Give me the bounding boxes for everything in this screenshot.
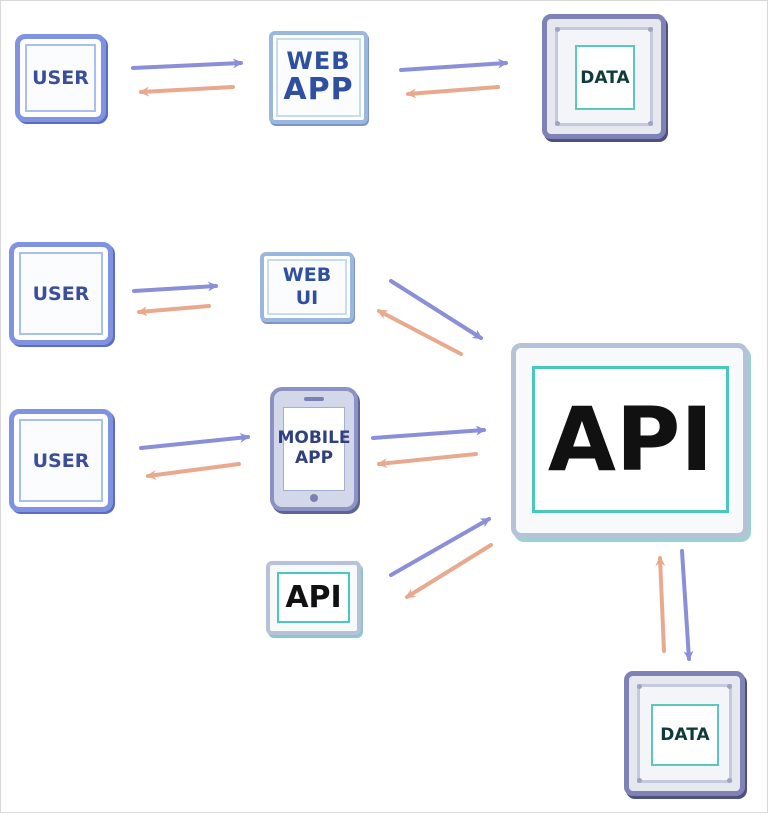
api-box-small: API	[266, 561, 361, 635]
bolt-icon	[648, 27, 653, 32]
bolt-icon	[555, 121, 560, 126]
data-screen: DATA	[575, 45, 635, 110]
bolt-icon	[637, 778, 642, 783]
arrow-apismall-to-api	[389, 517, 491, 577]
user-label: USER	[32, 67, 89, 89]
web-app-box-top: WEB APP	[269, 31, 368, 124]
arrow-user1-to-webui	[132, 281, 218, 293]
arrow-user-to-webapp	[131, 58, 243, 70]
user-box-top: USER	[15, 34, 106, 122]
mobile-app-label-line2: APP	[294, 448, 334, 468]
web-app-label-line1: WEB	[286, 47, 351, 76]
user-label: USER	[32, 282, 90, 305]
mobile-app-label-line1: MOBILE	[277, 428, 351, 449]
bolt-icon	[637, 684, 642, 689]
user-box-1: USER	[9, 242, 113, 345]
user-label: USER	[32, 449, 90, 472]
bolt-icon	[727, 684, 732, 689]
data-label: DATA	[660, 725, 710, 745]
arrow-api-to-webui	[377, 309, 463, 356]
phone-screen: MOBILE APP	[277, 407, 351, 491]
api-box-main: API	[511, 343, 748, 538]
bolt-icon	[555, 27, 560, 32]
data-label: DATA	[580, 67, 630, 88]
api-small-screen: API	[277, 572, 350, 623]
api-main-screen: API	[532, 366, 729, 513]
arrow-user2-to-mobile	[139, 432, 250, 450]
data-box-top: DATA	[542, 14, 666, 139]
arrow-data-to-webapp	[406, 85, 500, 99]
data-screen: DATA	[651, 704, 719, 766]
arrow-api-to-mobile	[377, 452, 478, 469]
web-ui-label-line2: UI	[295, 287, 319, 309]
mobile-app-phone: MOBILE APP	[270, 387, 358, 511]
phone-home-button-icon	[310, 494, 318, 502]
arrow-webapp-to-user	[139, 85, 235, 97]
web-ui-box: WEB UI	[260, 252, 354, 322]
arrow-api-to-data	[680, 549, 694, 661]
web-app-label-line2: APP	[283, 72, 354, 108]
arrow-webapp-to-data	[399, 58, 508, 72]
web-ui-label-line1: WEB	[282, 264, 332, 287]
arrow-mobile-to-user2	[146, 462, 241, 480]
phone-speaker-icon	[304, 397, 324, 401]
arrow-data-to-api	[655, 556, 666, 653]
arrow-api-to-apismall	[405, 543, 493, 599]
bolt-icon	[727, 778, 732, 783]
api-main-label: API	[547, 388, 714, 491]
arrow-webui-to-user1	[137, 304, 211, 317]
user-box-2: USER	[9, 409, 113, 512]
api-small-label: API	[285, 580, 342, 615]
data-box-bottom: DATA	[624, 671, 745, 796]
arrow-mobile-to-api	[371, 425, 486, 440]
arrow-webui-to-api	[389, 279, 483, 340]
bolt-icon	[648, 121, 653, 126]
